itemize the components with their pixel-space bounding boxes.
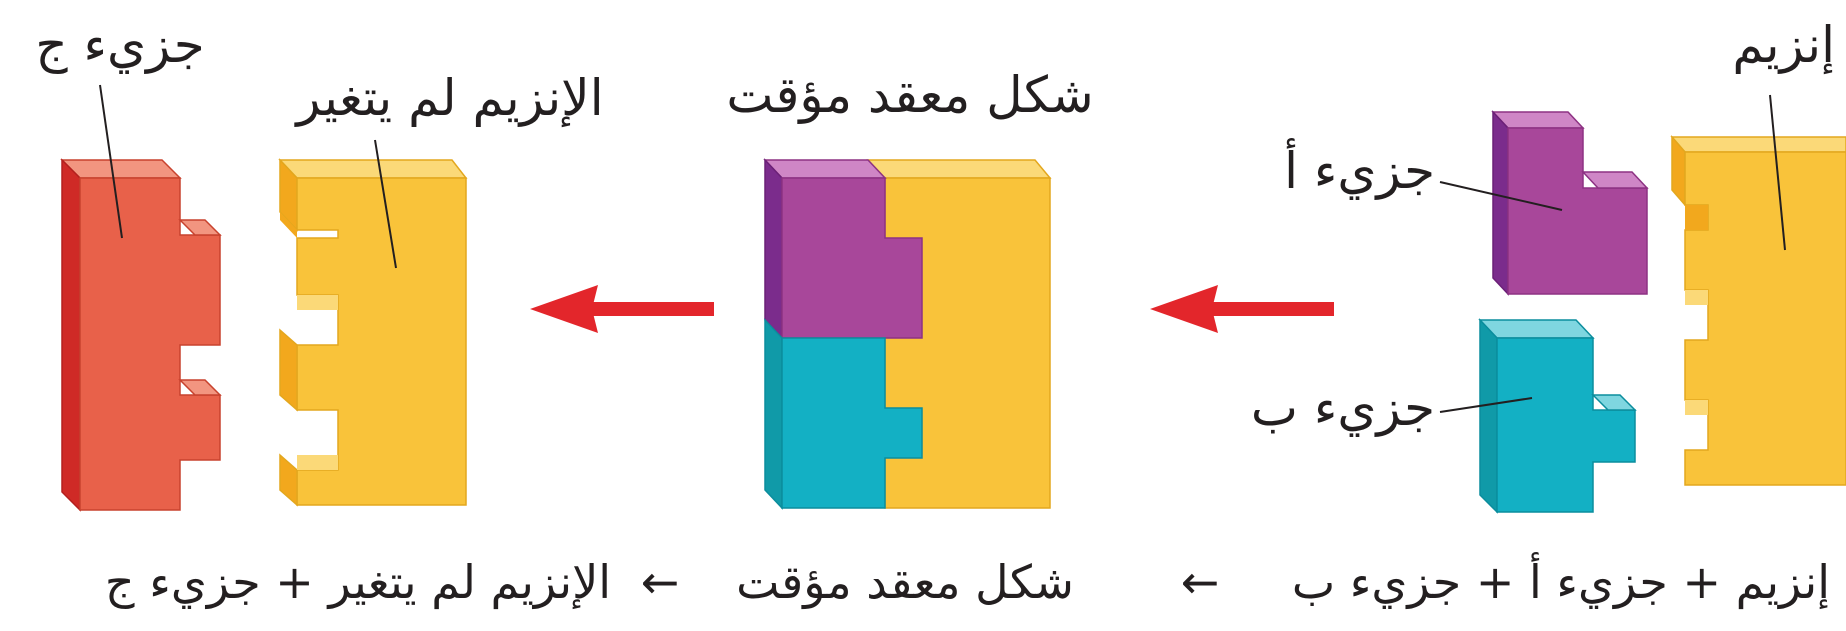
molecule-a-block [1491,110,1649,296]
leader-lines [99,84,1786,413]
label-molecule-b: جزيء ب [1251,379,1435,437]
label-enzyme-unchanged: الإنزيم لم يتغير [293,69,603,127]
equation-intermediate: شكل معقد مؤقت [736,555,1074,610]
leader-molecule-b [1439,397,1533,413]
label-enzyme: إنزيم [1732,16,1835,75]
equation-arrow-1: ← [1181,555,1220,609]
equation-reactants: إنزيم + جزيء أ + جزيء ب [1292,552,1830,610]
equation-arrow-2: ← [641,555,680,609]
reaction-arrow-left [530,285,714,333]
label-molecule-a: جزيء أ [1284,138,1435,200]
complex-block [763,158,1052,510]
leader-molecule-a [1439,181,1563,211]
leader-enzyme-unchanged [374,139,397,269]
enzyme-block [1670,134,1846,486]
molecule-c-block [60,158,222,512]
leader-molecule-c [99,84,123,239]
molecule-b-block [1478,318,1637,514]
equation-products: الإنزيم لم يتغير + جزيء ج [105,555,611,610]
label-complex: شكل معقد مؤقت [726,66,1093,124]
reaction-equation: إنزيم + جزيء أ + جزيء ب ← شكل معقد مؤقت … [105,552,1830,610]
reaction-arrow-right [1150,285,1334,333]
leader-enzyme [1769,94,1786,251]
label-molecule-c: جزيء ج [35,16,204,74]
enzyme-unchanged-block [278,158,468,507]
